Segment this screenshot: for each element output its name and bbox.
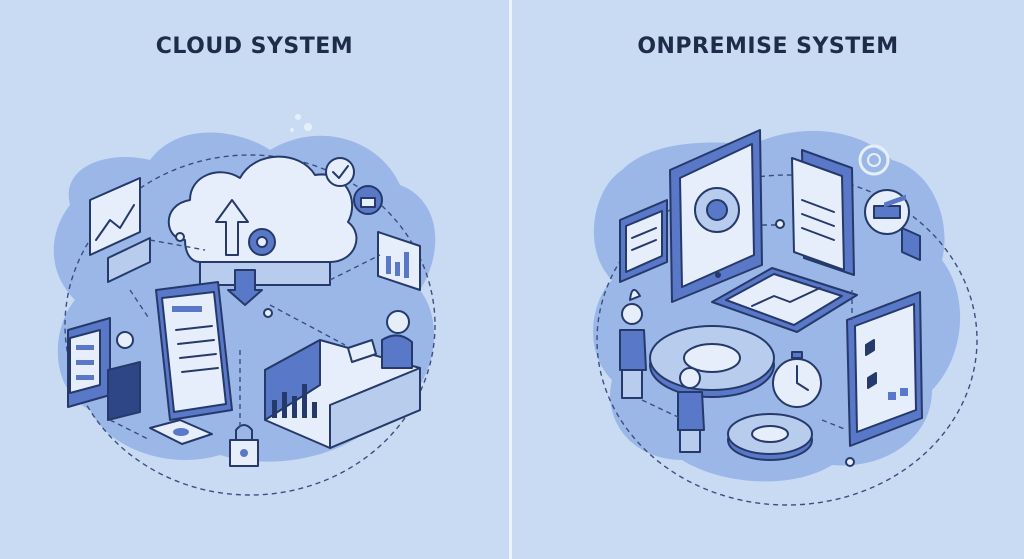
checkmark-badge-icon bbox=[325, 157, 355, 187]
sparkle-decoration bbox=[290, 114, 312, 132]
phone-icon bbox=[149, 419, 213, 445]
padlock-icon bbox=[229, 424, 259, 467]
large-gear-icon bbox=[649, 325, 775, 398]
settings-gear-icon bbox=[858, 144, 890, 176]
cloud-system-title: CLOUD SYSTEM bbox=[155, 34, 354, 59]
cloud-gear-icon bbox=[248, 228, 276, 256]
analytics-window-icon bbox=[89, 177, 151, 283]
small-gear-icon bbox=[727, 413, 813, 461]
tablet-document-icon bbox=[155, 281, 233, 421]
engineer-person-icon bbox=[677, 367, 705, 453]
panel-divider bbox=[509, 0, 512, 559]
dashboard-tablet-icon bbox=[846, 194, 923, 447]
document-stack-icon bbox=[791, 149, 855, 302]
cloud-dashed-orbit bbox=[64, 154, 436, 496]
side-monitor-icon bbox=[619, 199, 668, 283]
onpremise-system-title: ONPREMISE SYSTEM bbox=[637, 34, 899, 59]
stopwatch-icon bbox=[772, 351, 822, 408]
onpremise-system-illustration bbox=[593, 129, 978, 506]
monitor-target-icon bbox=[669, 129, 763, 303]
upload-arrow-icon bbox=[215, 199, 263, 306]
onpremise-dashed-orbit bbox=[596, 174, 978, 506]
cloud-system-illustration bbox=[53, 114, 436, 496]
server-rack-icon bbox=[67, 317, 141, 421]
bar-chart-window-icon bbox=[377, 231, 421, 291]
cloud-connector-lines bbox=[109, 232, 381, 441]
onpremise-system-panel: ONPREMISE SYSTEM bbox=[512, 0, 1024, 559]
user-at-desk-icon bbox=[264, 310, 421, 449]
onpremise-connector-lines bbox=[641, 219, 855, 467]
cloud-icon bbox=[167, 155, 358, 286]
laptop-chart-icon bbox=[711, 267, 858, 333]
cloud-system-panel: CLOUD SYSTEM bbox=[0, 0, 509, 559]
lock-badge-icon bbox=[353, 185, 383, 215]
technician-person-icon bbox=[619, 289, 647, 399]
